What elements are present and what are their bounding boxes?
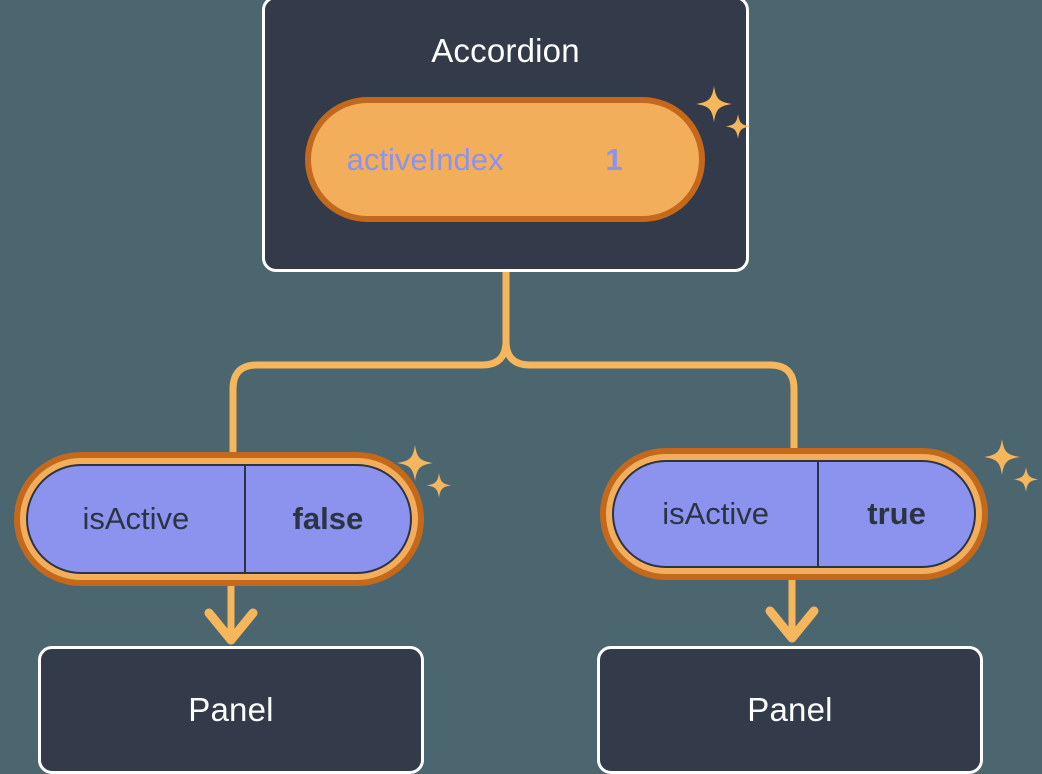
panel-title-left: Panel bbox=[188, 691, 274, 728]
arrow-down-icon-left bbox=[204, 608, 258, 645]
prop-value-label: false bbox=[292, 501, 364, 536]
arrow-down-icon-right bbox=[765, 606, 819, 643]
prop-value-label: true bbox=[867, 496, 926, 531]
component-card-panel-right[interactable]: Panel bbox=[597, 646, 983, 774]
state-pill-is-active-false[interactable]: isActive false bbox=[14, 452, 424, 586]
pill-ring-inner: isActive true bbox=[606, 454, 982, 574]
pill-ring-inner: activeIndex 1 bbox=[311, 103, 699, 216]
wire-branch-right bbox=[502, 337, 798, 456]
pill-ring-inner: isActive false bbox=[20, 458, 418, 580]
pill-body: isActive true bbox=[612, 460, 976, 568]
state-pill-active-index[interactable]: activeIndex 1 bbox=[305, 97, 705, 222]
panel-title-right: Panel bbox=[747, 691, 833, 728]
pill-body: activeIndex 1 bbox=[317, 109, 693, 210]
pill-body: isActive false bbox=[26, 464, 412, 574]
wire-branch-left bbox=[229, 337, 510, 456]
state-key-label: activeIndex bbox=[317, 109, 536, 210]
page-title: Accordion bbox=[431, 32, 580, 69]
state-pill-is-active-true[interactable]: isActive true bbox=[600, 448, 988, 580]
state-value-label: 1 bbox=[605, 141, 623, 177]
sparkle-icon bbox=[984, 439, 1039, 492]
prop-key-label: isActive bbox=[614, 462, 820, 566]
component-card-panel-left[interactable]: Panel bbox=[38, 646, 424, 774]
prop-key-label: isActive bbox=[28, 466, 246, 572]
